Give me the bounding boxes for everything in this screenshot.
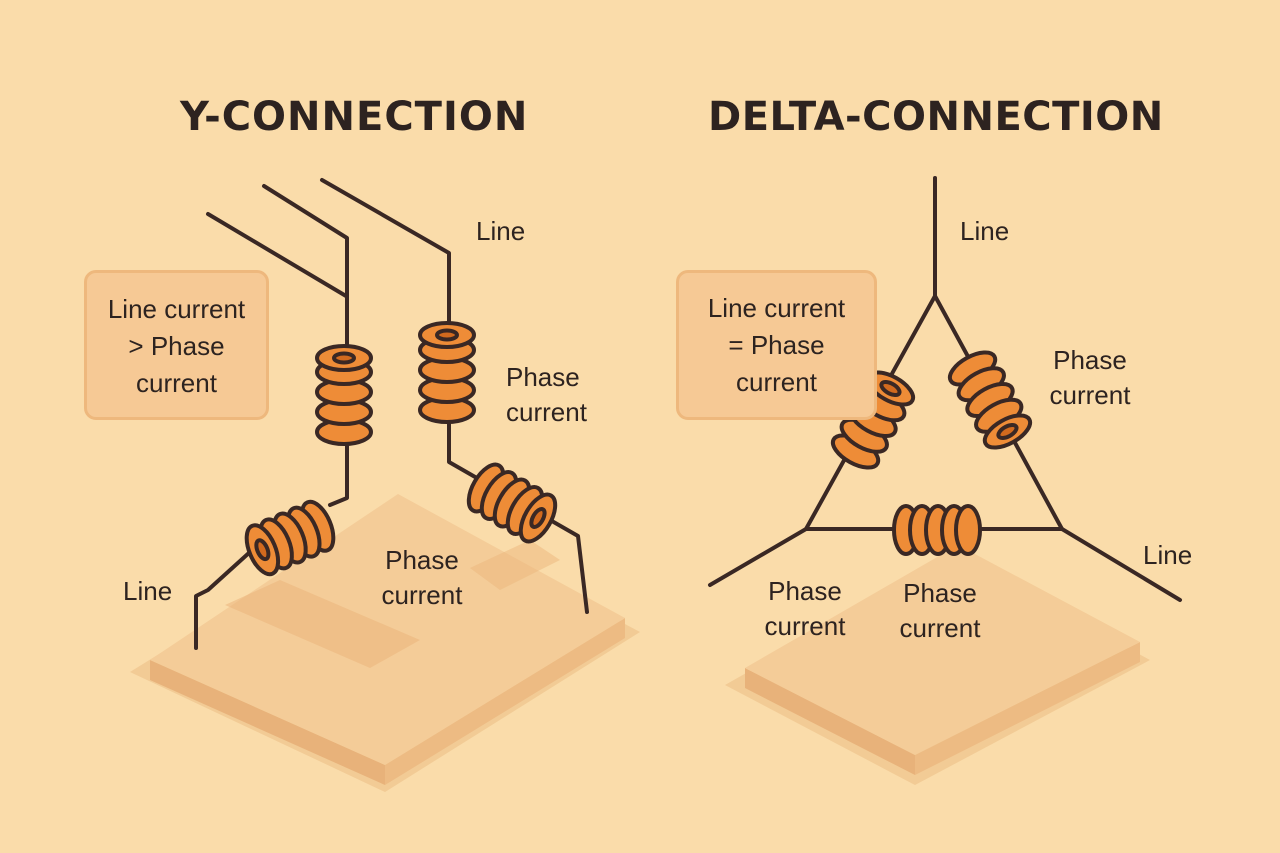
y-phase-label-right: Phase current (506, 360, 587, 430)
delta-connection-title: DELTA-CONNECTION (708, 94, 1164, 140)
y-phase-label-center: Phase current (362, 543, 482, 613)
y-phase-center-line-2: current (381, 580, 463, 610)
y-connection-note: Line current > Phase current (84, 270, 269, 420)
delta-phase-bottom-left-line-2: current (764, 611, 846, 641)
delta-note-line-2: = Phase (728, 330, 825, 360)
y-platform (130, 494, 640, 792)
y-phase-right-line-2: current (506, 397, 587, 427)
delta-phase-label-bottom-center: Phase current (880, 576, 1000, 646)
y-coil-bottom-left (244, 499, 336, 577)
y-connection-title: Y-CONNECTION (180, 94, 529, 140)
delta-coil-right (947, 350, 1033, 450)
y-phase-right-line-1: Phase (506, 362, 580, 392)
y-line-label-bottom: Line (123, 576, 173, 606)
y-note-line-3: current (136, 368, 217, 398)
y-note-line-1: Line current (107, 294, 246, 324)
y-phase-center-line-1: Phase (385, 545, 459, 575)
delta-platform (725, 545, 1150, 785)
delta-phase-bottom-center-line-2: current (899, 613, 981, 643)
delta-phase-right-line-1: Phase (1053, 345, 1127, 375)
delta-phase-bottom-left-line-1: Phase (768, 576, 842, 606)
y-line-label-top: Line (476, 216, 526, 246)
y-coil-vertical-right (418, 321, 476, 424)
y-note-line-2: > Phase (128, 331, 225, 361)
y-coil-bottom-right (466, 462, 558, 544)
y-wires (194, 178, 589, 650)
y-coil-vertical-left (315, 344, 373, 446)
delta-line-label-right: Line (1143, 540, 1193, 570)
delta-note-line-1: Line current (707, 293, 846, 323)
delta-phase-right-line-2: current (1049, 380, 1131, 410)
delta-phase-label-bottom-left: Phase current (745, 574, 865, 644)
delta-phase-bottom-center-line-1: Phase (903, 578, 977, 608)
delta-line-label-top: Line (960, 216, 1010, 246)
delta-connection-note: Line current = Phase current (676, 270, 877, 420)
delta-phase-label-right: Phase current (1030, 343, 1150, 413)
delta-note-line-3: current (736, 367, 817, 397)
delta-coil-bottom (892, 504, 982, 556)
